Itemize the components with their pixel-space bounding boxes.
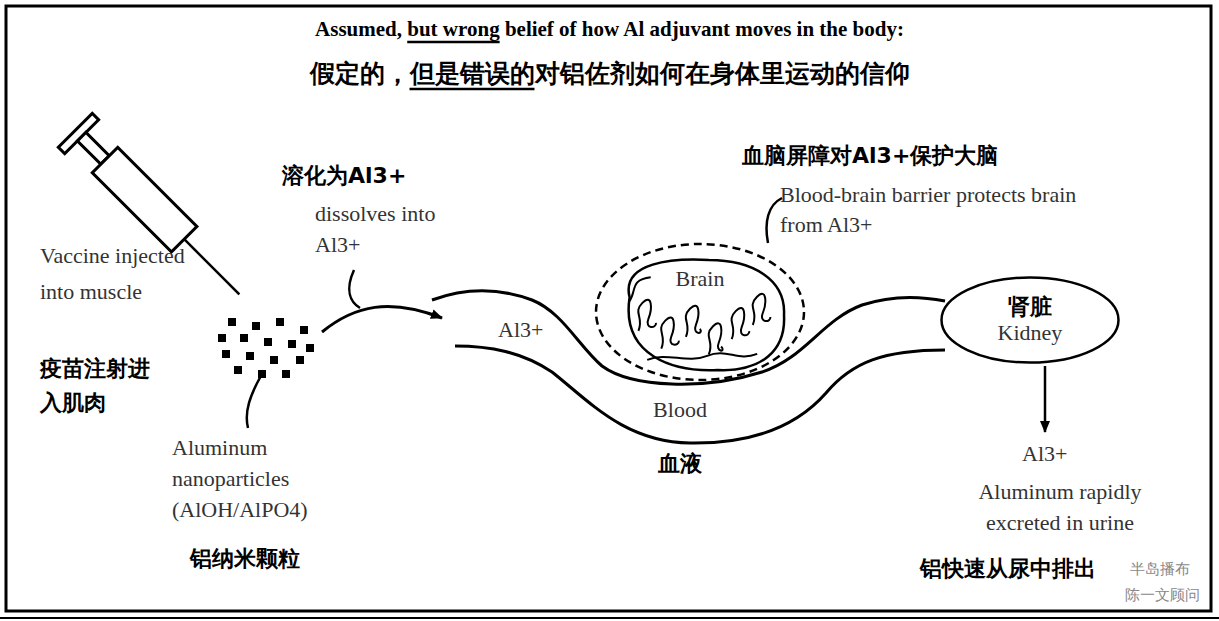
particle-dot: [222, 350, 230, 358]
node-text: Kidney: [940, 320, 1120, 346]
nanoparticles: [218, 318, 314, 378]
annotation: 铝快速从尿中排出: [920, 555, 1130, 584]
underline: [407, 41, 499, 44]
particle-dot: [218, 334, 226, 342]
ion-label: Al3+: [498, 316, 558, 345]
annotation: 铝纳米颗粒: [190, 545, 340, 574]
particle-dot: [288, 340, 296, 348]
annotation: 溶化为Al3+: [282, 162, 452, 191]
title: Assumed, but wrong belief of how Al adju…: [0, 16, 1219, 43]
particle-dot: [252, 322, 260, 330]
kidney-ellipse: 肾脏Kidney: [940, 276, 1120, 364]
brain-fold: [638, 300, 656, 331]
particle-dot: [276, 318, 284, 326]
leader-line: [247, 374, 262, 428]
particle-dot: [234, 366, 242, 374]
brain-fold: [732, 308, 750, 339]
frame-rule: [0, 617, 1219, 619]
particle-dot: [270, 356, 278, 364]
particle-dot: [246, 352, 254, 360]
annotation: Aluminum nanoparticles (AlOH/AlPO4): [172, 432, 362, 525]
ion-label: Al3+: [1022, 440, 1082, 469]
subtitle: 假定的，但是错误的对铝佐剂如何在身体里运动的信仰: [0, 58, 1219, 91]
particle-dot: [300, 326, 308, 334]
particle-dot: [282, 370, 290, 378]
annotation: Aluminum rapidly excreted in urine: [940, 476, 1180, 538]
annotation: Vaccine injected into muscle: [40, 238, 200, 310]
leader-line: [767, 198, 782, 243]
flow-arrow: [322, 307, 442, 332]
node-text-group: Brain: [612, 256, 788, 292]
annotation: 血脑屏障对Al3+保护大脑: [742, 142, 1082, 171]
brain-fold: [647, 353, 757, 360]
blood-brain-barrier: [596, 244, 804, 380]
underline: [410, 88, 535, 91]
particle-dot: [240, 334, 248, 342]
brain-fold: [630, 277, 651, 301]
excretion-arrow: [1044, 366, 1047, 432]
particle-dot: [306, 344, 314, 352]
brain-fold: [686, 306, 701, 337]
brain-fold: [709, 323, 723, 354]
region-label: 血液: [640, 450, 720, 479]
node-text-group: 肾脏Kidney: [940, 276, 1120, 346]
annotation: dissolves into Al3+: [315, 198, 455, 260]
annotation: 疫苗注射进入肌肉: [40, 352, 150, 420]
annotation: Blood-brain barrier protects brain from …: [780, 180, 1110, 240]
node-text: 肾脏: [940, 294, 1120, 320]
brain-fold: [753, 294, 771, 325]
particle-dot: [296, 356, 304, 364]
watermark: 陈一文顾问: [1125, 586, 1205, 606]
region-label: Blood: [640, 396, 720, 425]
brain-fold: [661, 317, 679, 348]
watermark: 半岛播布: [1130, 560, 1200, 580]
particle-dot: [264, 338, 272, 346]
leader-line: [349, 270, 360, 308]
node-text: Brain: [612, 266, 788, 292]
brain-shape: Brain: [612, 256, 788, 374]
particle-dot: [228, 318, 236, 326]
frame: [6, 6, 1211, 611]
